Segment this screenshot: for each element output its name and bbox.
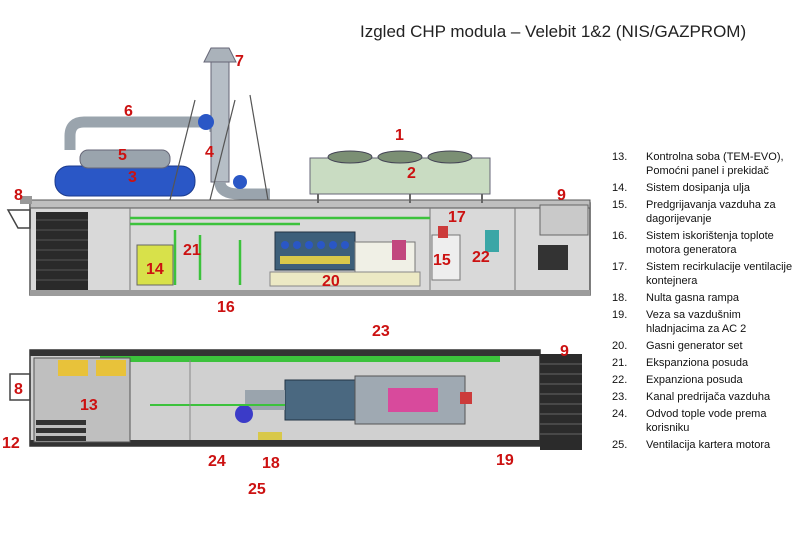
legend-text: Kontrolna soba (TEM-EVO), Pomoćni panel … (646, 151, 784, 177)
top-view (9, 349, 582, 450)
callout-25: 25 (248, 481, 266, 498)
legend-number: 14. (612, 182, 628, 194)
air-duct (388, 388, 438, 412)
callout-8-top: 8 (14, 381, 23, 398)
callout-19: 19 (496, 452, 514, 469)
legend-number: 22. (612, 374, 628, 386)
legend-text: Ekspanziona posuda (646, 357, 749, 369)
side-container-roof (29, 199, 591, 209)
legend-number: 20. (612, 340, 628, 352)
legend-text: Ventilacija kartera motora (646, 439, 771, 451)
callout-12: 12 (2, 435, 20, 452)
legend-item: 19. Veza sa vazdušnim hladnjacima za AC 2 (612, 308, 800, 336)
callout-4: 4 (205, 144, 214, 161)
side-genset-frame (269, 271, 421, 287)
callouts-side: 1 2 3 4 5 6 7 8 9 14 15 16 17 20 21 22 (14, 53, 566, 316)
legend-text: Sistem recirkulacije ventilacije kontejn… (646, 261, 793, 287)
callout-16: 16 (217, 299, 235, 316)
legend-item: 18. Nulta gasna rampa (612, 291, 800, 305)
side-container-base (30, 290, 590, 296)
legend-text: Kanal predrijača vazduha (646, 391, 771, 403)
top-right-vent (540, 354, 582, 450)
callout-14: 14 (146, 261, 164, 278)
callout-1: 1 (395, 127, 404, 144)
side-view (6, 47, 591, 296)
legend-text: Sistem dosipanja ulja (646, 182, 750, 194)
callout-2: 2 (407, 165, 416, 182)
legend-item: 13. Kontrolna soba (TEM-EVO), Pomoćni pan… (612, 150, 800, 178)
legend-item: 25. Ventilacija kartera motora (612, 438, 800, 452)
legend-list: 13. Kontrolna soba (TEM-EVO), Pomoćni pan… (612, 150, 800, 455)
callout-21: 21 (183, 242, 201, 259)
legend-number: 13. (612, 151, 628, 163)
legend-text: Veza sa vazdušnim hladnjacima za AC 2 (646, 309, 747, 335)
callout-18: 18 (262, 455, 280, 472)
legend-number: 25. (612, 439, 628, 451)
exhaust-pipe (64, 116, 221, 150)
legend-number: 17. (612, 261, 628, 273)
callout-15: 15 (433, 252, 451, 269)
callout-5: 5 (118, 147, 127, 164)
legend-number: 18. (612, 292, 628, 304)
callout-3: 3 (128, 169, 137, 186)
callout-20: 20 (322, 273, 340, 290)
legend-item: 16. Sistem iskorištenja toplote motora ge… (612, 229, 800, 257)
legend-number: 23. (612, 391, 628, 403)
callout-24: 24 (208, 453, 226, 470)
legend-item: 23. Kanal predrijača vazduha (612, 390, 800, 404)
callout-17: 17 (448, 209, 466, 226)
legend-item: 15. Predgrijavanja vazduha za dagorijevan… (612, 198, 800, 226)
legend-text: Expanziona posuda (646, 374, 743, 386)
top-left-stand (9, 373, 31, 401)
side-left-vent (36, 212, 88, 290)
side-engine (274, 231, 356, 271)
legend-number: 21. (612, 357, 628, 369)
air-preheat-unit (431, 234, 461, 281)
heat-exchanger (54, 165, 196, 197)
legend-number: 16. (612, 230, 628, 242)
callout-22: 22 (472, 249, 490, 266)
side-right-vent (538, 245, 568, 270)
legend-text: Sistem iskorištenja toplote motora gener… (646, 230, 774, 256)
legend-item: 22. Expanziona posuda (612, 373, 800, 387)
expansion-vessel-right (485, 230, 499, 252)
legend-item: 21. Ekspanziona posuda (612, 356, 800, 370)
legend-item: 20. Gasni generator set (612, 339, 800, 353)
callout-6: 6 (124, 103, 133, 120)
callout-9-side: 9 (557, 187, 566, 204)
callouts-top: 8 9 12 13 18 19 23 24 25 (2, 323, 569, 498)
callout-23: 23 (372, 323, 390, 340)
oil-tank (136, 244, 174, 286)
legend-item: 14. Sistem dosipanja ulja (612, 181, 800, 195)
callout-7: 7 (235, 53, 244, 70)
page-title: Izgled CHP modula – Velebit 1&2 (NIS/GAZ… (360, 22, 747, 41)
callout-8-side: 8 (14, 187, 23, 204)
crankcase-vent (235, 405, 253, 423)
legend-text: Gasni generator set (646, 340, 743, 352)
legend-item: 17. Sistem recirkulacije ventilacije kont… (612, 260, 800, 288)
legend-text: Predgrijavanja vazduha za dagorijevanje (646, 199, 776, 225)
legend-number: 24. (612, 408, 628, 420)
legend-text: Nulta gasna rampa (646, 292, 739, 304)
side-left-stand (6, 209, 31, 229)
legend-text: Odvod tople vode prema korisniku (646, 408, 767, 434)
callout-9-top: 9 (560, 343, 569, 360)
legend-item: 24. Odvod tople vode prema korisniku (612, 407, 800, 435)
top-engine (284, 379, 356, 421)
callout-13: 13 (80, 397, 98, 414)
legend-number: 15. (612, 199, 628, 211)
legend-number: 19. (612, 309, 628, 321)
side-right-box (539, 204, 589, 236)
